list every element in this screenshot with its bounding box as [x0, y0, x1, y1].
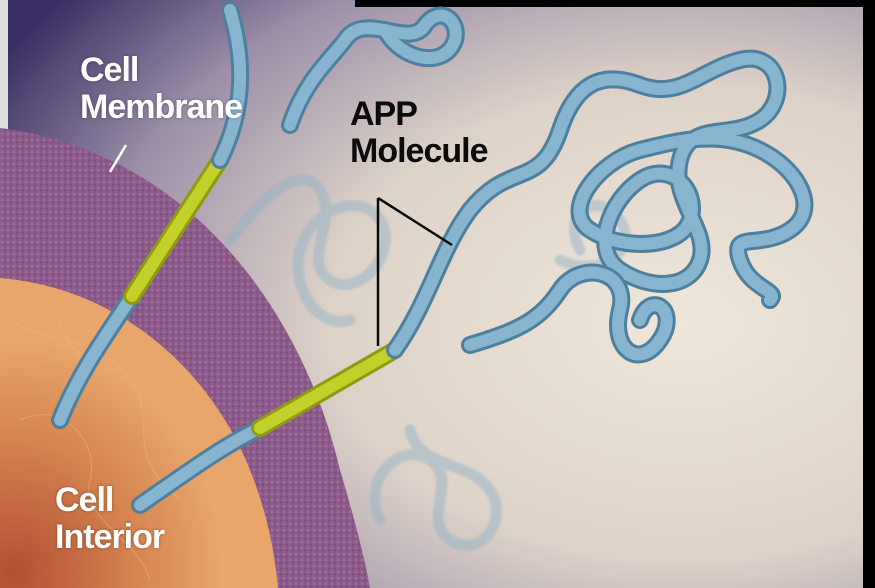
cell-interior-label-line-2: Interior — [55, 519, 164, 556]
top-frame-strip — [355, 0, 875, 7]
cell-membrane-label: Cell Membrane — [80, 52, 242, 126]
cell-membrane-label-line-1: Cell — [80, 52, 242, 89]
cell-membrane-label-line-2: Membrane — [80, 89, 242, 126]
app-molecule-label-line-1: APP — [350, 96, 487, 133]
cell-interior-label-line-1: Cell — [55, 482, 164, 519]
right-frame-strip — [863, 0, 875, 588]
app-molecule-label-line-2: Molecule — [350, 133, 487, 170]
app-molecule-label: APP Molecule — [350, 96, 487, 170]
cell-interior-label: Cell Interior — [55, 482, 164, 556]
